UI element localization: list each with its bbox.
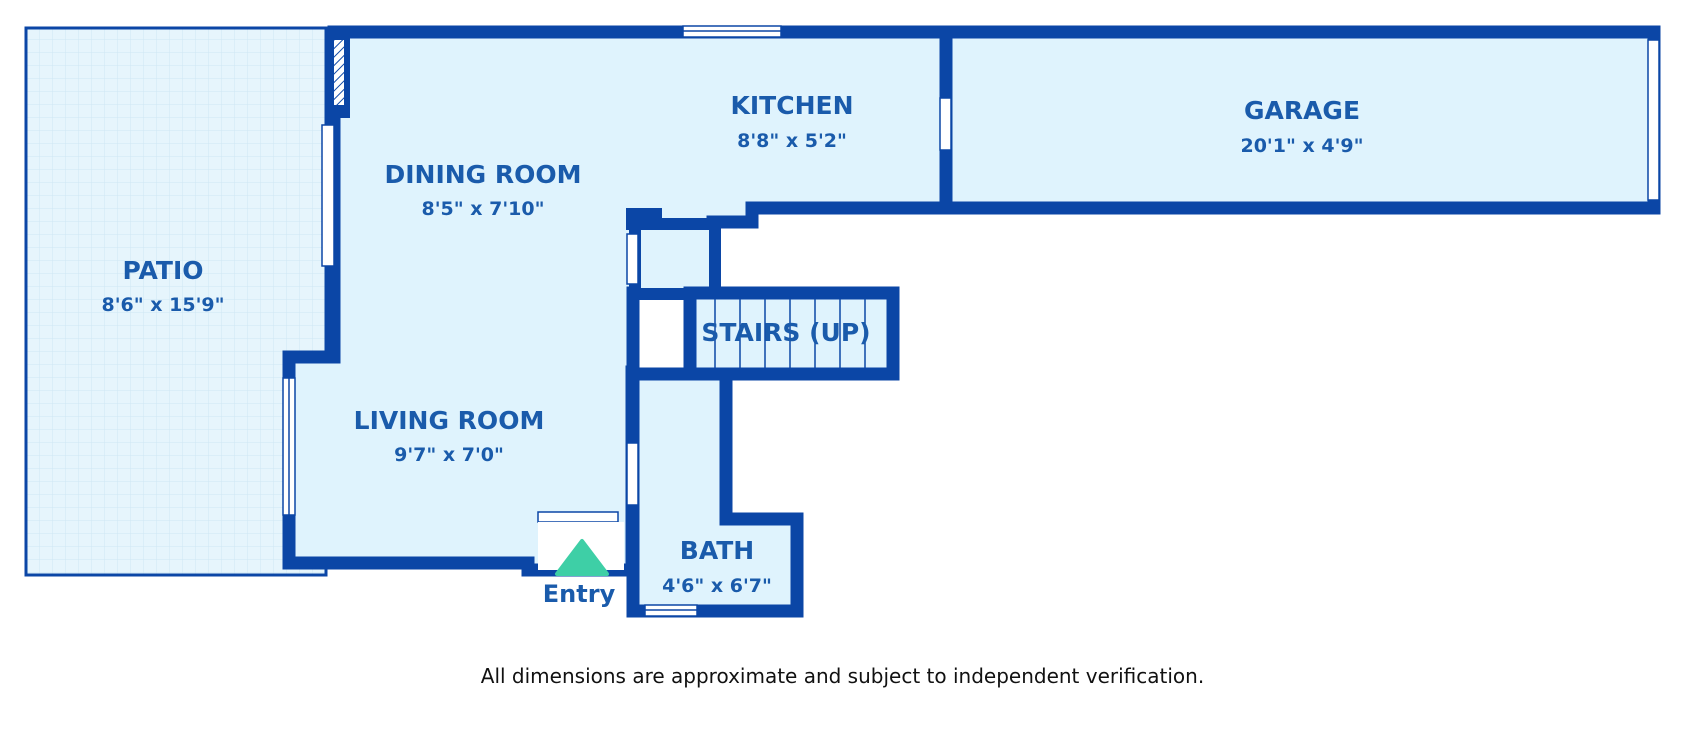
stairs-area (683, 286, 900, 381)
window-bath-side (626, 442, 639, 506)
windows (282, 25, 1660, 617)
patio-dims: 8'6" x 15'9" (101, 294, 224, 316)
window-kitchen-garage (939, 97, 952, 151)
stair-treads (714, 299, 866, 368)
wall-column (328, 26, 350, 118)
window-garage-right (1647, 39, 1660, 201)
kitchen-name: KITCHEN (731, 91, 854, 120)
kitchen-dims: 8'8" x 5'2" (737, 130, 847, 152)
entry-marker[interactable]: Entry (543, 539, 616, 608)
living-room-dims: 9'7" x 7'0" (394, 444, 504, 466)
stairs-name: STAIRS (UP) (701, 318, 870, 347)
entry-arrow-icon (555, 539, 609, 576)
bath-name: BATH (680, 536, 754, 565)
window-closet (626, 233, 639, 285)
closet (626, 208, 721, 300)
bath-area (626, 367, 804, 618)
dining-room-dims: 8'5" x 7'10" (421, 198, 544, 220)
living-room-name: LIVING ROOM (354, 406, 545, 435)
window-dining-patio (321, 124, 335, 267)
bath-dims: 4'6" x 6'7" (662, 575, 772, 597)
dining-room-name: DINING ROOM (384, 160, 581, 189)
entry-label: Entry (543, 580, 616, 608)
disclaimer-text: All dimensions are approximate and subje… (480, 664, 1205, 688)
patio-name: PATIO (122, 256, 203, 285)
patio-area (24, 26, 328, 577)
garage-name: GARAGE (1244, 96, 1360, 125)
garage-dims: 20'1" x 4'9" (1240, 135, 1363, 157)
